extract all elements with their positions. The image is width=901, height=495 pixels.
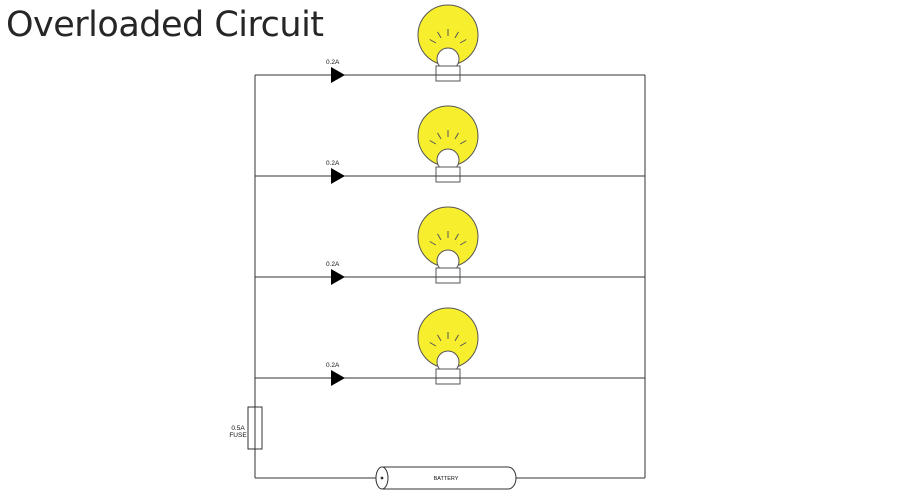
branch: 0.2A — [255, 206, 645, 285]
fuse-label: FUSE — [229, 432, 247, 439]
branch-current-label: 0.2A — [326, 160, 340, 167]
bulb-ray — [454, 334, 459, 342]
parallel-branches: 0.2A 0.2A 0.2A 0.2A — [255, 4, 645, 386]
current-arrow-icon — [331, 370, 345, 386]
bulb-ray — [459, 39, 467, 44]
current-arrow-icon — [331, 67, 345, 83]
bulb-ray — [429, 241, 437, 246]
current-arrow-icon — [331, 168, 345, 184]
light-bulb-icon — [417, 105, 479, 183]
branch-current-label: 0.2A — [326, 261, 340, 268]
battery-terminal-dot — [380, 476, 384, 480]
bulb-ray — [429, 342, 437, 347]
light-bulb-icon — [417, 206, 479, 284]
current-arrow-icon — [331, 269, 345, 285]
bulb-ray — [437, 334, 442, 342]
bulb-ray — [437, 132, 442, 140]
bulb-ray — [459, 342, 467, 347]
light-bulb-icon — [417, 307, 479, 385]
fuse: 0.5A FUSE — [229, 406, 263, 450]
branch-current-label: 0.2A — [326, 59, 340, 66]
bulb-ray — [429, 39, 437, 44]
battery: BATTERY — [375, 466, 517, 490]
bulb-socket — [435, 368, 461, 385]
bulb-ray — [454, 132, 459, 140]
slide-title: Overloaded Circuit — [6, 5, 324, 45]
bulb-ray — [459, 241, 467, 246]
bulb-socket — [435, 65, 461, 82]
branch: 0.2A — [255, 105, 645, 184]
branch: 0.2A — [255, 307, 645, 386]
branch: 0.2A — [255, 4, 645, 83]
bulb-ray — [437, 31, 442, 39]
bulb-ray — [437, 233, 442, 241]
battery-label: BATTERY — [434, 476, 459, 482]
bulb-ray — [459, 140, 467, 145]
branch-current-label: 0.2A — [326, 362, 340, 369]
light-bulb-icon — [417, 4, 479, 82]
bulb-ray — [429, 140, 437, 145]
bulb-socket — [435, 267, 461, 284]
fuse-rating-label: 0.5A — [231, 425, 245, 432]
bulb-ray — [454, 233, 459, 241]
bulb-socket — [435, 166, 461, 183]
bulb-ray — [454, 31, 459, 39]
